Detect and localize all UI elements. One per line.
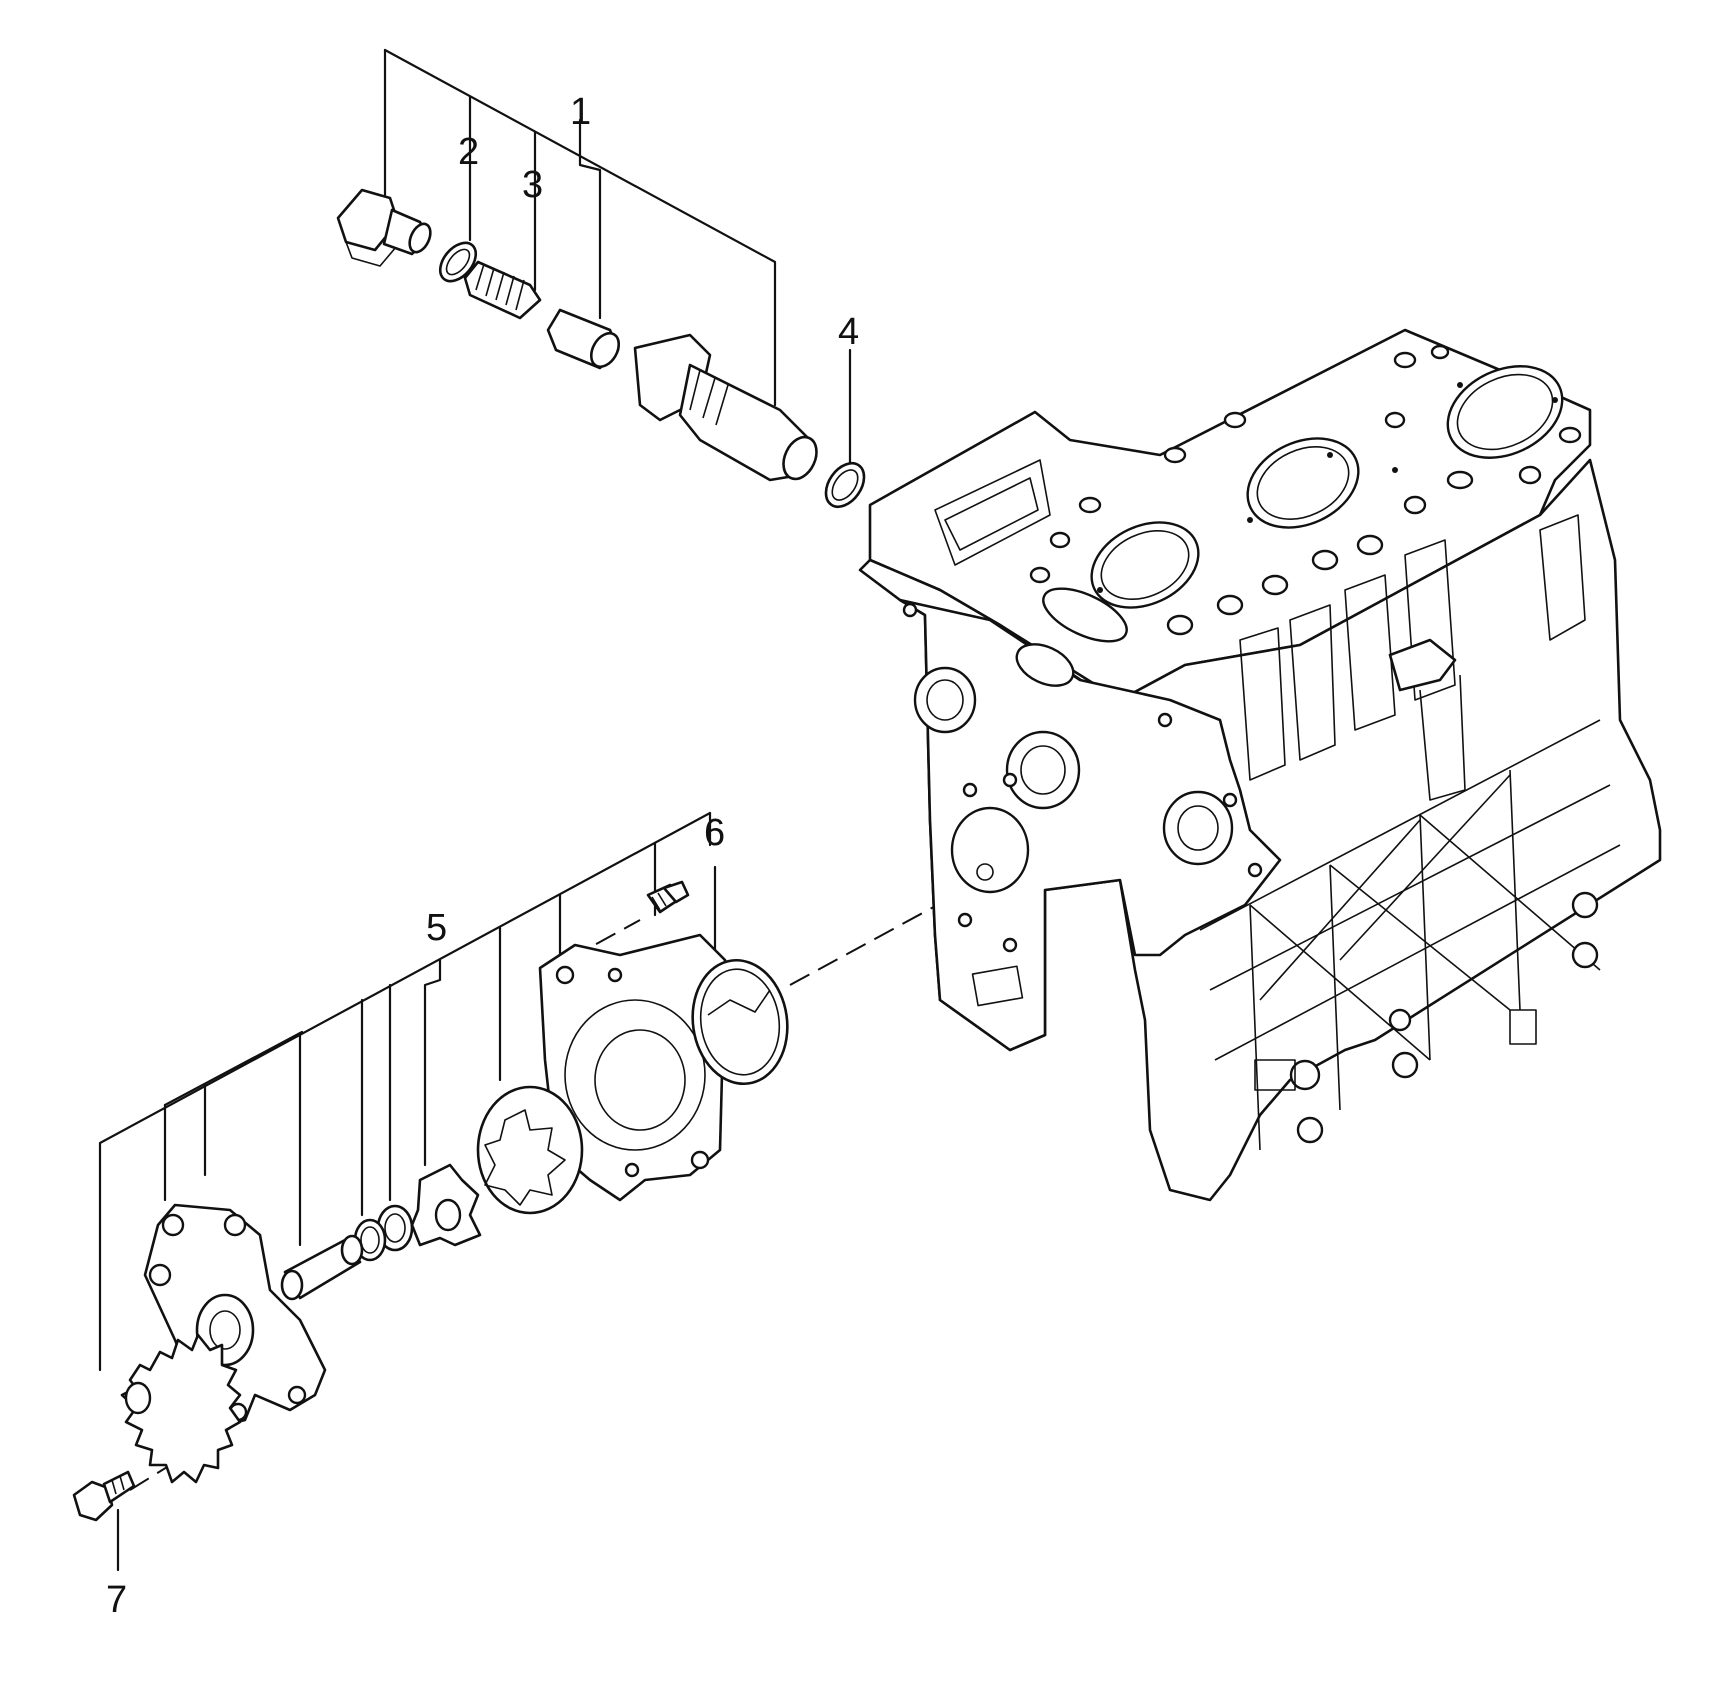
- leader-lines: [98, 48, 852, 1572]
- screw-small: [646, 880, 690, 914]
- spring-3: [463, 260, 542, 320]
- outer-rotor: [476, 1085, 584, 1215]
- gasket-ring-4: [824, 462, 866, 508]
- drive-gear: [120, 1333, 242, 1484]
- snap-rings: [353, 1204, 414, 1262]
- gasket-ring-6: [691, 958, 789, 1086]
- callout-5: 5: [426, 907, 447, 949]
- callout-3: 3: [522, 164, 543, 206]
- engine-block: [858, 328, 1662, 1202]
- callout-4: 4: [838, 311, 859, 353]
- callout-2: 2: [458, 131, 479, 173]
- relief-valve-body: [633, 333, 818, 482]
- gasket-ring-2: [438, 241, 478, 283]
- oil-pump-shaft: [280, 1234, 364, 1301]
- bolt-7: [72, 1470, 136, 1522]
- inner-rotor: [410, 1163, 482, 1247]
- relief-valve-plug: [336, 188, 432, 267]
- valve-piston: [546, 308, 621, 370]
- callout-7: 7: [106, 1579, 127, 1621]
- callout-1: 1: [570, 91, 591, 133]
- callout-6: 6: [704, 812, 725, 854]
- callout-numbers: 1 2 3 4 5 6 7: [106, 91, 859, 1621]
